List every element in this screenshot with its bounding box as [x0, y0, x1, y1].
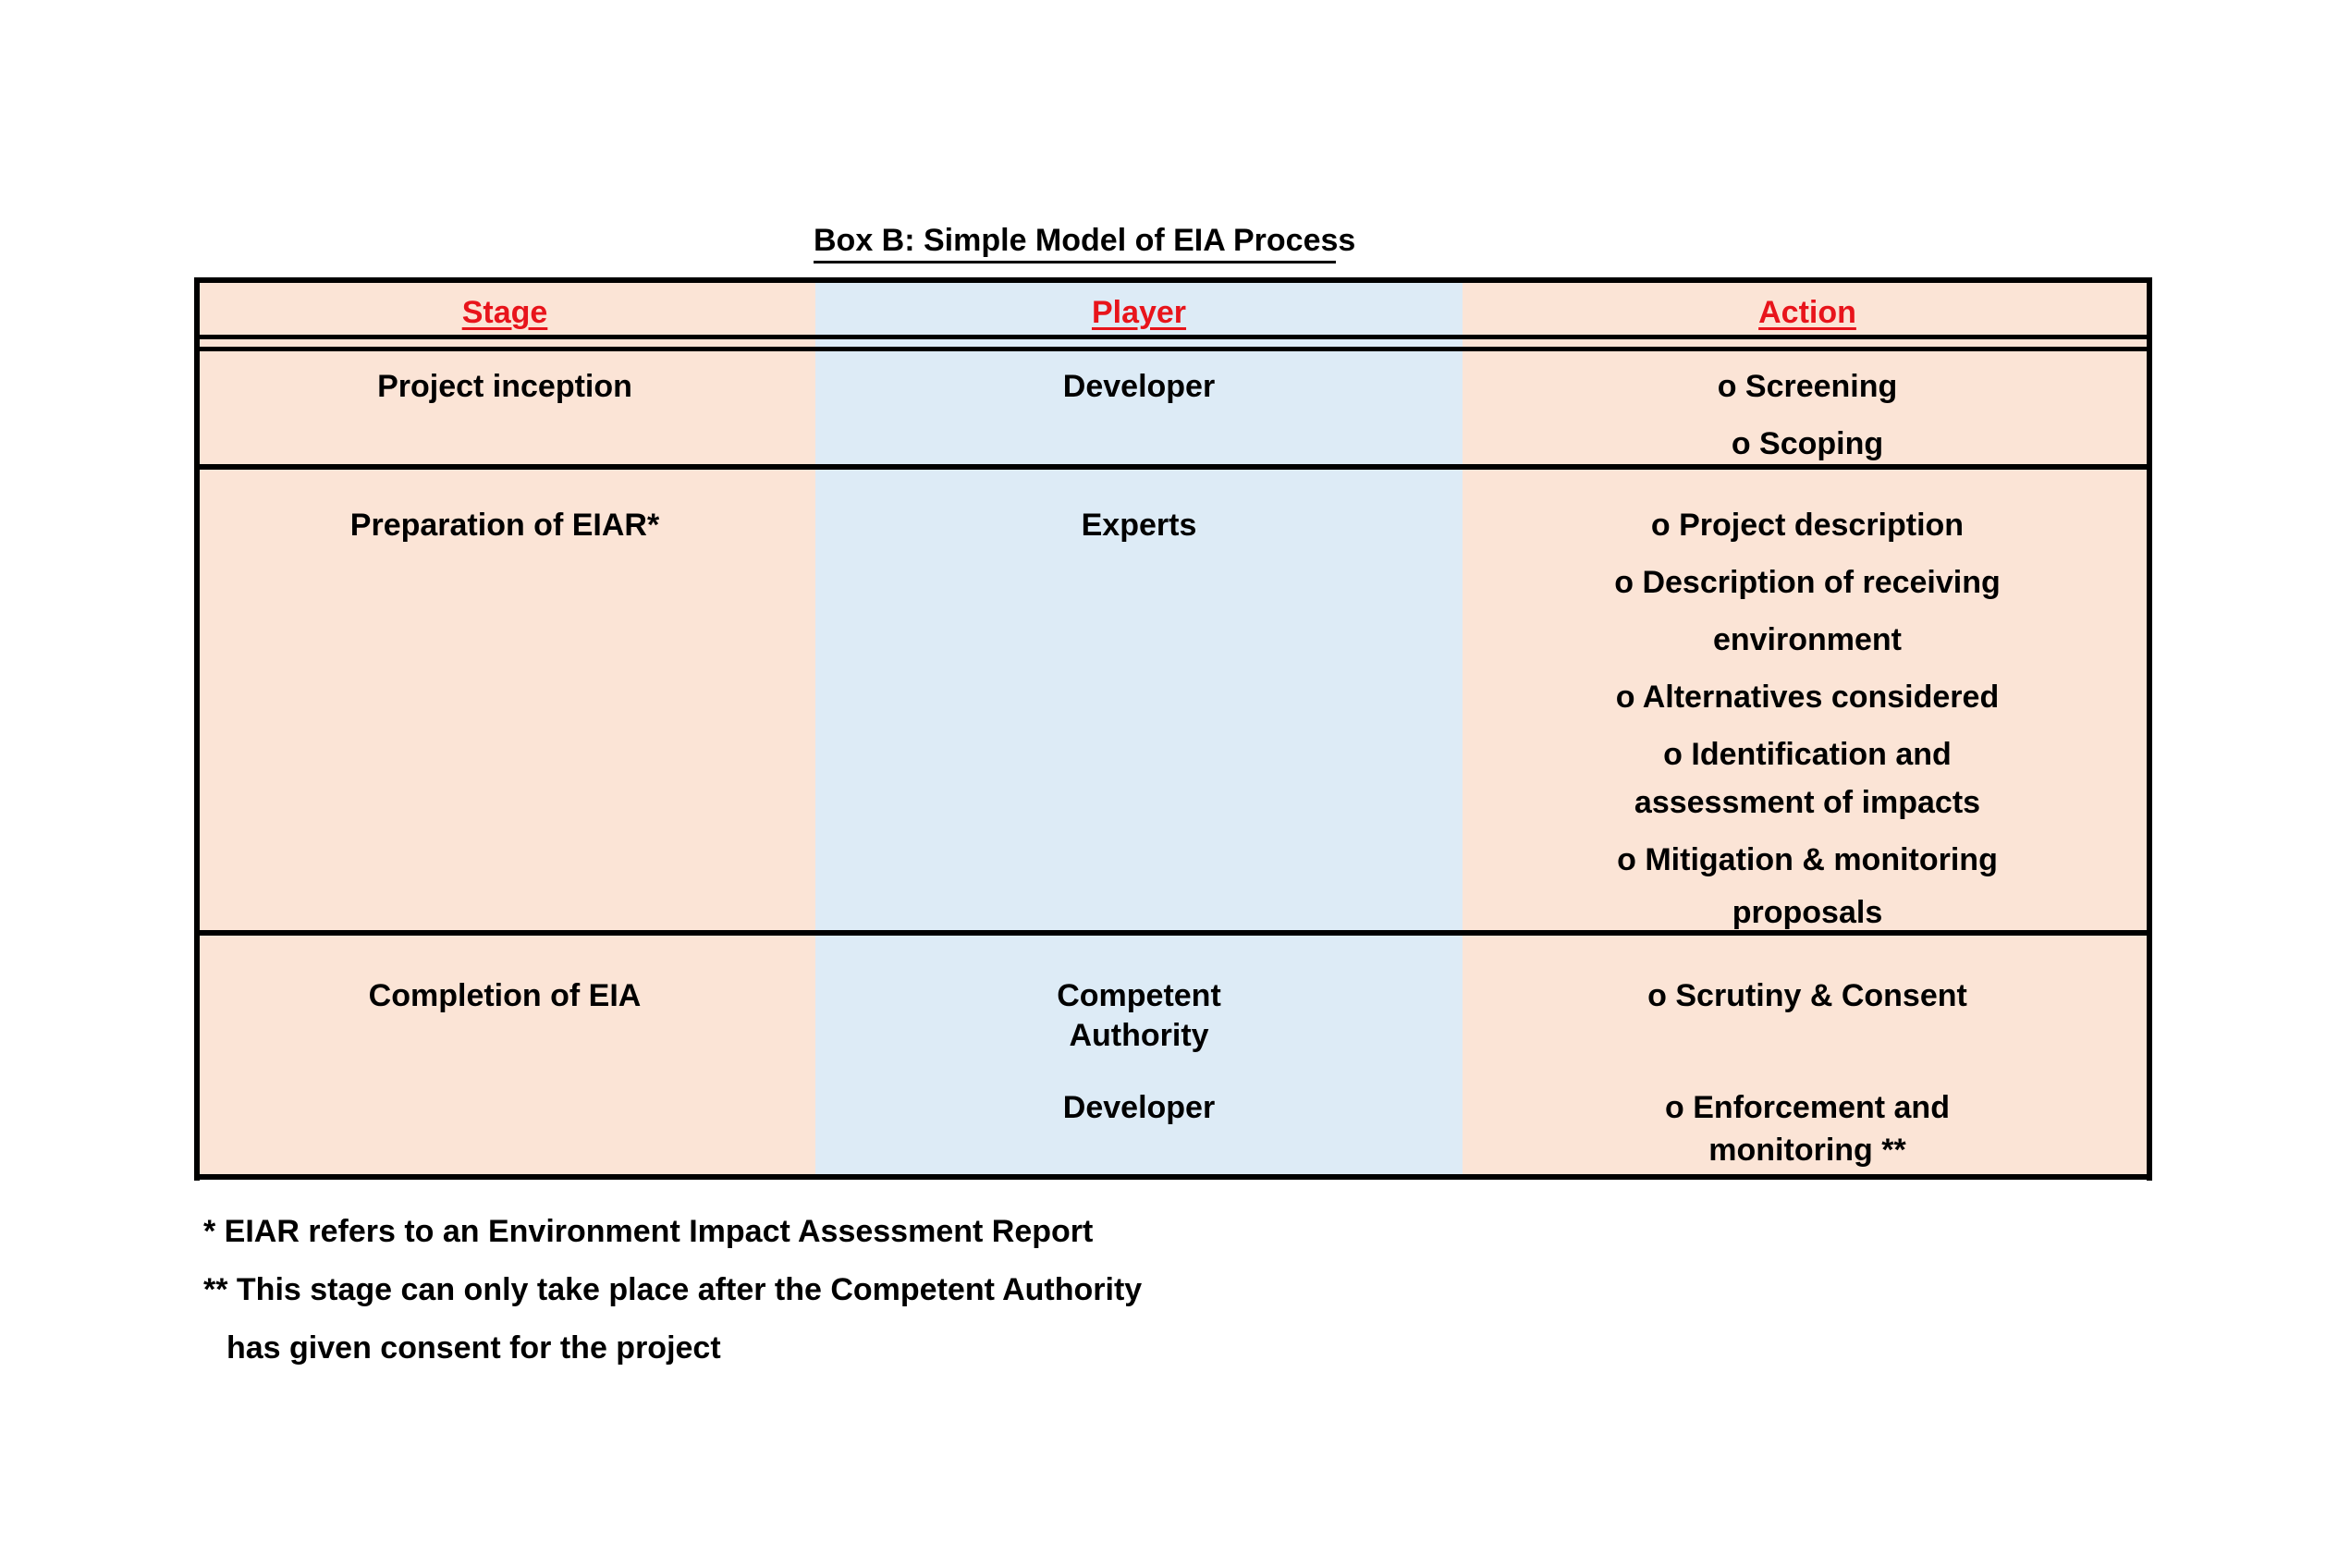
row3-player-2: Authority: [1069, 1018, 1209, 1053]
row3-stage: Completion of EIA: [368, 978, 642, 1013]
row2-stage: Preparation of EIAR*: [349, 508, 660, 543]
header-stage: Stage: [461, 295, 548, 330]
header-action: Action: [1758, 295, 1856, 330]
row1-action-1: o Screening: [1717, 369, 1898, 404]
box-title: Box B: Simple Model of EIA Process: [814, 222, 1355, 263]
stage-column-bg: [194, 277, 815, 1179]
player-column-bg: [815, 277, 1463, 1179]
table-right-border: [2147, 277, 2152, 1181]
row2-action-8: proposals: [1732, 895, 1883, 930]
row2-action-5: o Identification and: [1663, 737, 1952, 772]
row3-player-3: Developer: [1062, 1090, 1216, 1125]
row1-stage: Project inception: [377, 369, 632, 404]
row2-action-4: o Alternatives considered: [1615, 680, 2000, 715]
header-divider-2: [194, 347, 2152, 351]
footnote-stage: ** This stage can only take place after …: [203, 1272, 1143, 1307]
table-top-border: [194, 277, 2152, 283]
row1-player: Developer: [1062, 369, 1216, 404]
row3-action-1: o Scrutiny & Consent: [1647, 978, 1967, 1013]
header-divider-1: [194, 335, 2152, 339]
row3-action-3: monitoring **: [1708, 1133, 1906, 1168]
row-divider-2: [194, 930, 2152, 936]
header-player: Player: [1091, 295, 1187, 330]
footnote-stage-continued: has given consent for the project: [226, 1330, 721, 1366]
row2-action-1: o Project description: [1650, 508, 1965, 543]
row-divider-1: [194, 464, 2152, 470]
row2-player: Experts: [1081, 508, 1197, 543]
table-bottom-border: [194, 1174, 2152, 1180]
row2-action-6: assessment of impacts: [1634, 785, 1981, 820]
footnote-eiar: * EIAR refers to an Environment Impact A…: [203, 1214, 1094, 1249]
row2-action-3: environment: [1712, 622, 1903, 657]
action-column-bg: [1463, 277, 2152, 1179]
table-left-border: [194, 277, 200, 1181]
row3-action-2: o Enforcement and: [1665, 1090, 1950, 1125]
row2-action-7: o Mitigation & monitoring: [1617, 842, 1998, 877]
row2-action-2: o Description of receiving: [1614, 565, 2001, 600]
eia-process-table: Stage Player Action Project inception De…: [194, 277, 2152, 1181]
row3-player-1: Competent: [1057, 978, 1221, 1013]
row1-action-2: o Scoping: [1731, 426, 1884, 461]
